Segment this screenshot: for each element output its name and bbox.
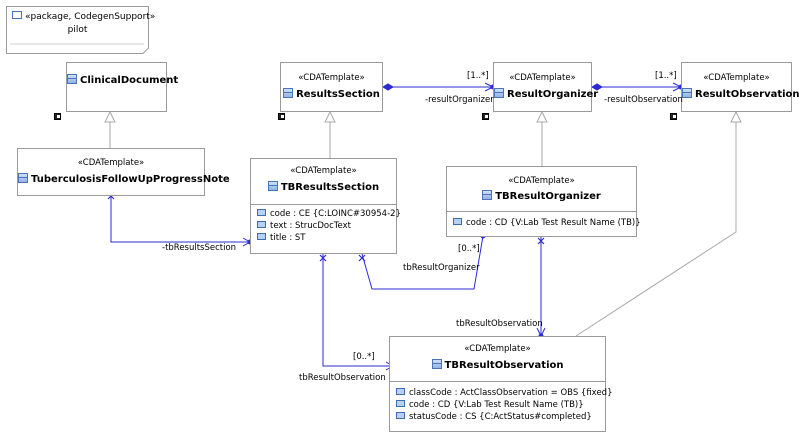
attribute-text: title : ST <box>270 233 306 243</box>
folder-icon <box>12 11 22 19</box>
class-title: ResultOrganizer <box>494 88 598 101</box>
x-mark-tbresultssection-bottom-b <box>319 254 327 262</box>
label-tb-result-organizer-mult: [0..*] <box>458 244 480 254</box>
label-tb-result-observation-left: tbResultObservation <box>299 373 386 383</box>
attribute-row[interactable]: statusCode : CS {C:ActStatus#completed} <box>390 411 605 423</box>
class-name-resultobservation: ResultObservation <box>695 89 800 100</box>
attribute-text: statusCode : CS {C:ActStatus#completed} <box>409 412 592 422</box>
class-title: TBResultOrganizer <box>447 190 636 203</box>
class-title: TuberculosisFollowUpProgressNote <box>18 173 230 186</box>
class-tuberculosisfollowupprogressnote[interactable]: «CDATemplate» TuberculosisFollowUpProgre… <box>17 148 230 196</box>
attribute-text: code : CD {V:Lab Test Result Name (TB)} <box>466 218 641 228</box>
x-mark-tbresultorganizer-bottom <box>537 237 545 245</box>
attribute-text: code : CD {V:Lab Test Result Name (TB)} <box>409 400 584 410</box>
label-result-organizer-mult: [1..*] <box>467 71 489 81</box>
x-mark-tbresultssection-bottom-a <box>358 254 366 262</box>
class-title: TBResultObservation <box>390 359 605 372</box>
attribute-text: text : StrucDocText <box>270 221 351 231</box>
shortcut-marker-icon <box>54 113 61 120</box>
attribute-row[interactable]: code : CE {C:LOINC#30954-2} <box>251 208 401 220</box>
label-tb-result-observation-top: tbResultObservation <box>456 319 543 329</box>
class-clinicaldocument[interactable]: ClinicalDocument <box>66 62 178 112</box>
class-icon <box>267 181 278 191</box>
package-note-line1-row: «package, CodegenSupport» <box>12 11 155 22</box>
attribute-row[interactable]: title : ST <box>251 232 396 244</box>
class-resultssection[interactable]: «CDATemplate» ResultsSection <box>280 62 383 112</box>
class-icon <box>494 88 504 98</box>
attribute-text: code : CE {C:LOINC#30954-2} <box>270 209 401 219</box>
attribute-row[interactable]: classCode : ActClassObservation = OBS {f… <box>390 387 612 399</box>
class-name-clinicaldocument: ClinicalDocument <box>80 75 179 86</box>
attribute-icon <box>396 400 405 407</box>
class-name-resultorganizer: ResultOrganizer <box>507 89 599 100</box>
label-tb-results-section-role: -tbResultsSection <box>162 243 237 253</box>
class-tbresultobservation[interactable]: «CDATemplate» TBResultObservation classC… <box>389 336 612 432</box>
class-tbresultssection[interactable]: «CDATemplate» TBResultsSection code : CE… <box>250 158 401 254</box>
class-resultorganizer[interactable]: «CDATemplate» ResultOrganizer <box>493 62 598 112</box>
assoc-diamond-resultssection <box>382 83 394 91</box>
attribute-icon <box>396 412 405 419</box>
class-icon <box>431 359 442 369</box>
stereotype-resultobservation: «CDATemplate» <box>703 73 770 83</box>
package-note-name: pilot <box>67 25 88 35</box>
stereotype-tbfollowup: «CDATemplate» <box>77 158 145 168</box>
label-result-organizer-role: -resultOrganizer <box>425 95 494 105</box>
assoc-tbresultssection-tbresultorganizer <box>361 235 484 290</box>
attribute-compartment: code : CE {C:LOINC#30954-2} text : Struc… <box>251 204 401 244</box>
label-tb-result-organizer-end: tbResultOrganizer <box>403 263 480 273</box>
class-title: ResultsSection <box>281 88 382 101</box>
gen-arrow-resultobservation <box>730 110 742 123</box>
class-title: ClinicalDocument <box>67 74 178 87</box>
attribute-row[interactable]: code : CD {V:Lab Test Result Name (TB)} <box>390 399 605 411</box>
attribute-icon <box>257 221 266 228</box>
stereotype-tbresultobservation: «CDATemplate» <box>464 344 531 354</box>
class-name-tbresultssection: TBResultsSection <box>280 182 380 193</box>
package-note-stereotype: «package, CodegenSupport» <box>25 12 156 22</box>
gen-arrow-clinicaldocument <box>104 110 116 123</box>
shortcut-marker-icon <box>278 113 285 120</box>
class-icon <box>482 190 493 200</box>
gen-arrow-resultorganizer <box>536 110 548 123</box>
assoc-tbresultssection-tbresultobservation <box>322 254 393 367</box>
stereotype-resultorganizer: «CDATemplate» <box>509 73 576 83</box>
attribute-row[interactable]: code : CD {V:Lab Test Result Name (TB)} <box>447 217 641 229</box>
label-result-observation-role: -resultObservation <box>604 95 683 105</box>
label-result-observation-mult: [1..*] <box>655 71 677 81</box>
attribute-icon <box>257 233 266 240</box>
shortcut-marker-icon <box>482 113 489 120</box>
class-name-resultssection: ResultsSection <box>296 89 380 100</box>
class-title: ResultObservation <box>682 88 800 101</box>
attribute-row[interactable]: text : StrucDocText <box>251 220 396 232</box>
package-note[interactable]: «package, CodegenSupport» pilot <box>6 6 155 54</box>
assoc-tbfollowup-tbresultssection <box>110 196 250 243</box>
class-icon <box>283 88 294 98</box>
class-title: TBResultsSection <box>251 181 396 194</box>
class-name-tbresultobservation: TBResultObservation <box>444 360 564 371</box>
generalization-links <box>104 110 742 337</box>
stereotype-tbresultorganizer: «CDATemplate» <box>508 176 575 186</box>
assoc-diamond-resultorganizer <box>591 83 603 91</box>
label-tb-result-observation-mult: [0..*] <box>353 352 375 362</box>
class-icon <box>67 74 77 84</box>
gen-arrow-resultssection <box>324 110 336 123</box>
attribute-compartment: code : CD {V:Lab Test Result Name (TB)} <box>447 211 641 229</box>
shortcut-marker-icon <box>670 113 677 120</box>
attribute-compartment: classCode : ActClassObservation = OBS {f… <box>390 381 612 423</box>
attribute-text: classCode : ActClassObservation = OBS {f… <box>409 388 613 398</box>
stereotype-resultssection: «CDATemplate» <box>298 73 365 83</box>
class-icon <box>18 173 28 183</box>
attribute-icon <box>257 209 266 216</box>
class-name-tbfollowup: TuberculosisFollowUpProgressNote <box>31 174 230 185</box>
gen-tbresultobservation-to-resultobservation <box>575 112 737 337</box>
class-name-tbresultorganizer: TBResultOrganizer <box>495 191 601 202</box>
attribute-icon <box>453 218 462 225</box>
class-icon <box>682 88 692 98</box>
package-note-outline <box>6 6 149 54</box>
class-resultobservation[interactable]: «CDATemplate» ResultObservation <box>681 62 800 112</box>
stereotype-tbresultssection: «CDATemplate» <box>290 166 357 176</box>
class-tbresultorganizer[interactable]: «CDATemplate» TBResultOrganizer code : C… <box>446 166 641 237</box>
attribute-icon <box>396 388 405 395</box>
